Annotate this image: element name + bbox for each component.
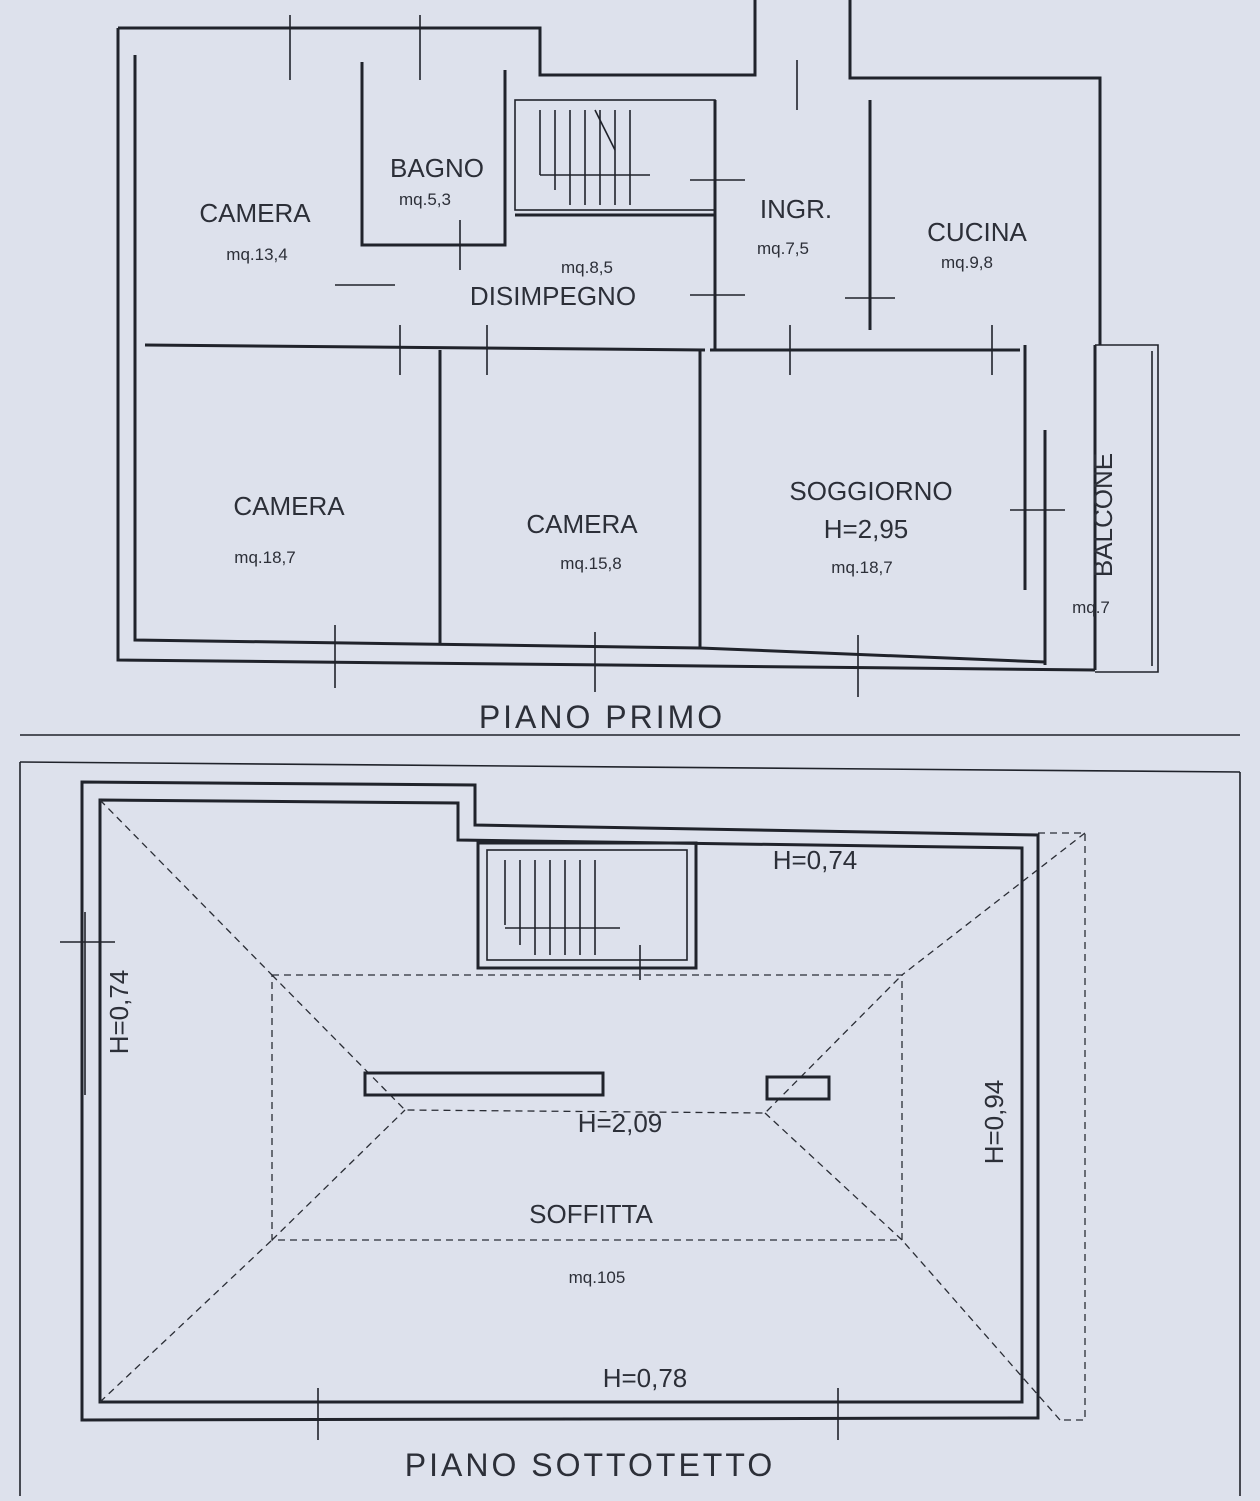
plan-title: PIANO PRIMO [479, 699, 725, 735]
height-label-top: H=0,74 [773, 845, 858, 875]
room-name: SOFFITTA [529, 1199, 653, 1229]
plan-title: PIANO SOTTOTETTO [405, 1447, 775, 1483]
piano-primo-plan: CAMERA mq.13,4 BAGNO mq.5,3 mq.8,5 DISIM… [20, 0, 1240, 736]
height-label-center: H=2,09 [578, 1108, 663, 1138]
room-height: H=2,95 [824, 514, 909, 544]
room-area: mq.7,5 [757, 239, 809, 258]
room-area: mq.18,7 [831, 558, 892, 577]
height-label-bottom: H=0,78 [603, 1363, 688, 1393]
room-area: mq.7 [1072, 598, 1110, 617]
height-label-left: H=0,74 [104, 970, 134, 1055]
room-area: mq.18,7 [234, 548, 295, 567]
piano-sottotetto-plan: H=0,74 H=0,74 H=0,94 H=2,09 SOFFITTA mq.… [19, 761, 1241, 1496]
height-label-right: H=0,94 [979, 1080, 1009, 1165]
room-name: CAMERA [233, 491, 345, 521]
room-area: mq.15,8 [560, 554, 621, 573]
room-name: CUCINA [927, 217, 1027, 247]
room-name: BALCONE [1088, 453, 1118, 577]
room-area: mq.8,5 [561, 258, 613, 277]
room-name: SOGGIORNO [789, 476, 952, 506]
room-area: mq.5,3 [399, 190, 451, 209]
room-area: mq.9,8 [941, 253, 993, 272]
room-area: mq.105 [569, 1268, 626, 1287]
room-area: mq.13,4 [226, 245, 287, 264]
room-name: BAGNO [390, 153, 484, 183]
room-name: INGR. [760, 194, 832, 224]
room-name: CAMERA [526, 509, 638, 539]
room-name: CAMERA [199, 198, 311, 228]
room-name: DISIMPEGNO [470, 281, 636, 311]
